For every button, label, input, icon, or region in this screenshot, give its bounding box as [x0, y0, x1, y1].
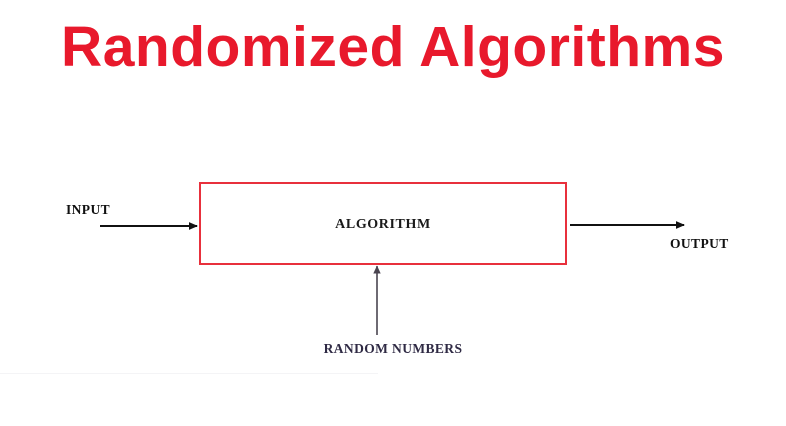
page-title: Randomized Algorithms	[61, 15, 725, 79]
slide-edge-artifact	[0, 373, 378, 374]
random-numbers-label: RANDOM NUMBERS	[323, 341, 463, 356]
algorithm-block-label: ALGORITHM	[335, 217, 431, 232]
output-label: OUTPUT	[670, 236, 729, 251]
input-label: INPUT	[66, 202, 111, 217]
algorithm-block	[199, 182, 567, 265]
